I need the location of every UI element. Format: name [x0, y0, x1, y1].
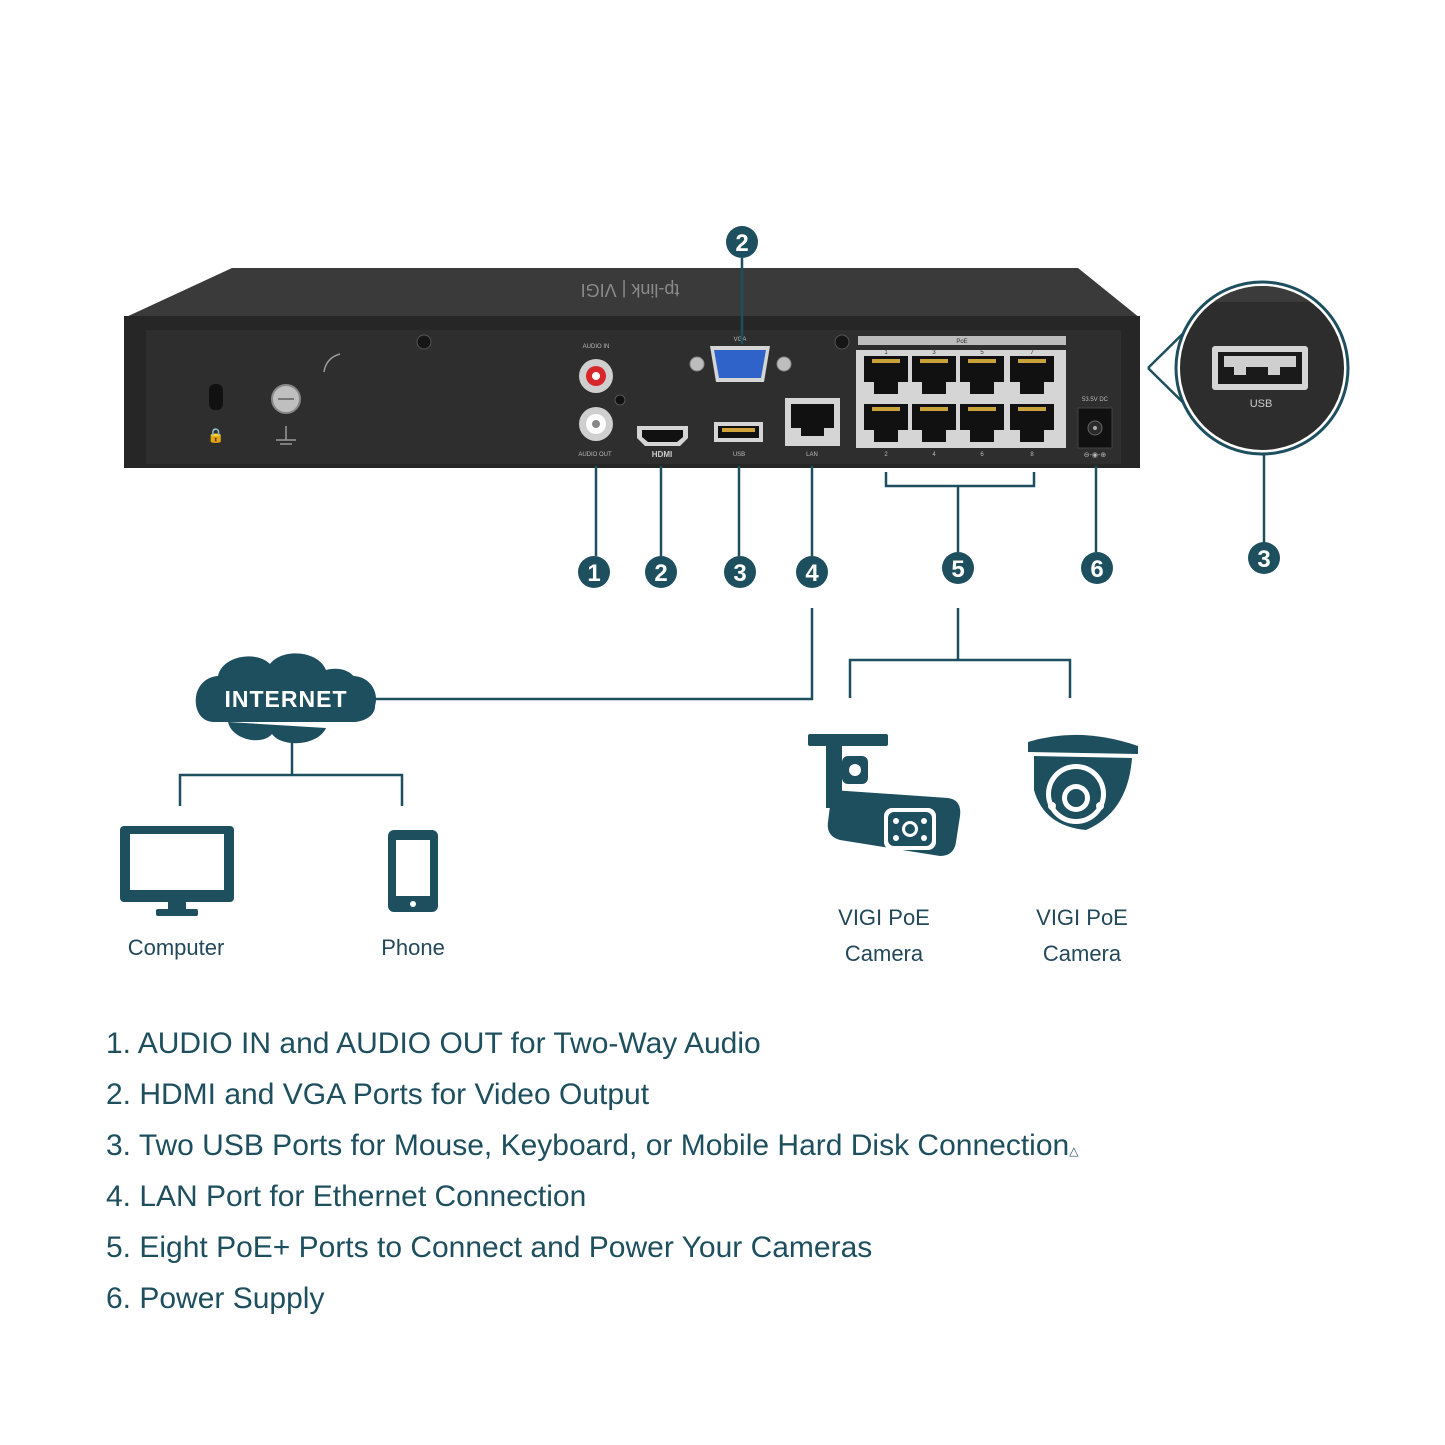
poe-port-pins [968, 359, 996, 363]
screw-icon [834, 334, 850, 350]
turret-camera-icon [1028, 734, 1138, 830]
svg-text:2: 2 [654, 560, 667, 587]
svg-text:1: 1 [587, 560, 600, 587]
poe-port-pins [872, 359, 900, 363]
poe-port [864, 356, 908, 394]
poe-ports [864, 356, 1054, 442]
feature-list: 1. AUDIO IN and AUDIO OUT for Two-Way Au… [106, 1018, 1078, 1324]
poe-port-number: 4 [932, 452, 936, 458]
computer-label: Computer [127, 935, 225, 960]
usb-label: USB [733, 452, 745, 458]
callout-usb: 3 [724, 556, 756, 588]
power-label: 53.5V DC [1082, 397, 1109, 403]
poe-port [864, 404, 908, 442]
phone-icon [388, 830, 438, 912]
device-top-panel [124, 268, 1140, 318]
poe-port-pins [920, 359, 948, 363]
poe-label: PoE [956, 339, 967, 345]
poe-port-number: 5 [980, 350, 984, 356]
poe-port [1010, 356, 1054, 394]
lan-label: LAN [806, 452, 818, 458]
camera-2-label-line-2: Camera [1042, 941, 1122, 966]
poe-port-pins [920, 407, 948, 411]
poe-port [960, 404, 1004, 442]
audio-out-label: AUDIO OUT [578, 452, 612, 458]
callout-lan: 4 [796, 556, 828, 588]
camera-1-label-line-2: Camera [844, 941, 924, 966]
ground-symbol-icon [276, 426, 296, 445]
callout-vga: 2 [726, 226, 758, 258]
svg-text:3: 3 [733, 560, 746, 587]
poe-port-pins [1018, 359, 1046, 363]
feature-item: 1. AUDIO IN and AUDIO OUT for Two-Way Au… [106, 1027, 761, 1060]
feature-item: 6. Power Supply [106, 1282, 325, 1315]
kensington-slot-icon [209, 384, 223, 410]
poe-port-number: 2 [884, 452, 888, 458]
vga-screw-right-icon [776, 356, 792, 372]
camera-2-label-line-1: VIGI PoE [1036, 905, 1128, 930]
internet-label: INTERNET [225, 686, 348, 712]
poe-port-number: 3 [932, 350, 936, 356]
poe-port-numbers: 1 2 3 4 5 6 7 8 [884, 350, 1034, 458]
lock-icon: 🔒 [207, 427, 224, 444]
nvr-device: tp-link | VIGI 🔒 AUDIO IN AUDIO OUT VGA [124, 268, 1140, 468]
poe-port-pins [872, 407, 900, 411]
vga-label: VGA [734, 337, 747, 343]
phone-label: Phone [381, 935, 445, 960]
computer-icon [120, 826, 234, 916]
bullet-camera-icon [808, 734, 961, 856]
callout-poe: 5 [942, 552, 974, 584]
svg-text:5: 5 [951, 556, 964, 583]
usb-zoom-label: USB [1250, 398, 1273, 410]
svg-text:6: 6 [1090, 556, 1103, 583]
camera-1-label-line-1: VIGI PoE [838, 905, 930, 930]
device-brand-label: tp-link | VIGI [581, 280, 680, 300]
internet-cloud-icon: INTERNET [195, 653, 376, 744]
callout-hdmi: 2 [645, 556, 677, 588]
svg-text:2: 2 [735, 230, 748, 257]
poe-port-number: 1 [884, 350, 888, 356]
vga-screw-left-icon [689, 356, 705, 372]
poe-port [1010, 404, 1054, 442]
callout-usb-zoom: 3 [1248, 542, 1280, 574]
callout-audio: 1 [578, 556, 610, 588]
poe-port [960, 356, 1004, 394]
usb-zoom: USB [1147, 280, 1350, 456]
feature-item: 2. HDMI and VGA Ports for Video Output [106, 1078, 650, 1111]
hdmi-label: HDMI [652, 450, 672, 459]
poe-port-pins [1018, 407, 1046, 411]
feature-item: 3. Two USB Ports for Mouse, Keyboard, or… [106, 1129, 1079, 1162]
poe-port-number: 7 [1030, 350, 1034, 356]
audio-in-label: AUDIO IN [583, 344, 610, 350]
svg-text:4: 4 [805, 560, 819, 587]
footnote-mark: △ [1069, 1144, 1079, 1158]
feature-item: 4. LAN Port for Ethernet Connection [106, 1180, 587, 1213]
power-polarity-icon: ⊖-◉-⊕ [1084, 452, 1107, 459]
poe-port-number: 8 [1030, 452, 1034, 458]
feature-item: 5. Eight PoE+ Ports to Connect and Power… [106, 1231, 873, 1264]
screw-icon [416, 334, 432, 350]
poe-port [912, 404, 956, 442]
decor-arc [323, 353, 341, 373]
poe-port-pins [968, 407, 996, 411]
callout-power: 6 [1081, 552, 1113, 584]
svg-text:3: 3 [1257, 546, 1270, 573]
poe-port [912, 356, 956, 394]
leader-lines [178, 258, 1266, 806]
poe-header-bar [858, 336, 1066, 345]
poe-port-number: 6 [980, 452, 984, 458]
